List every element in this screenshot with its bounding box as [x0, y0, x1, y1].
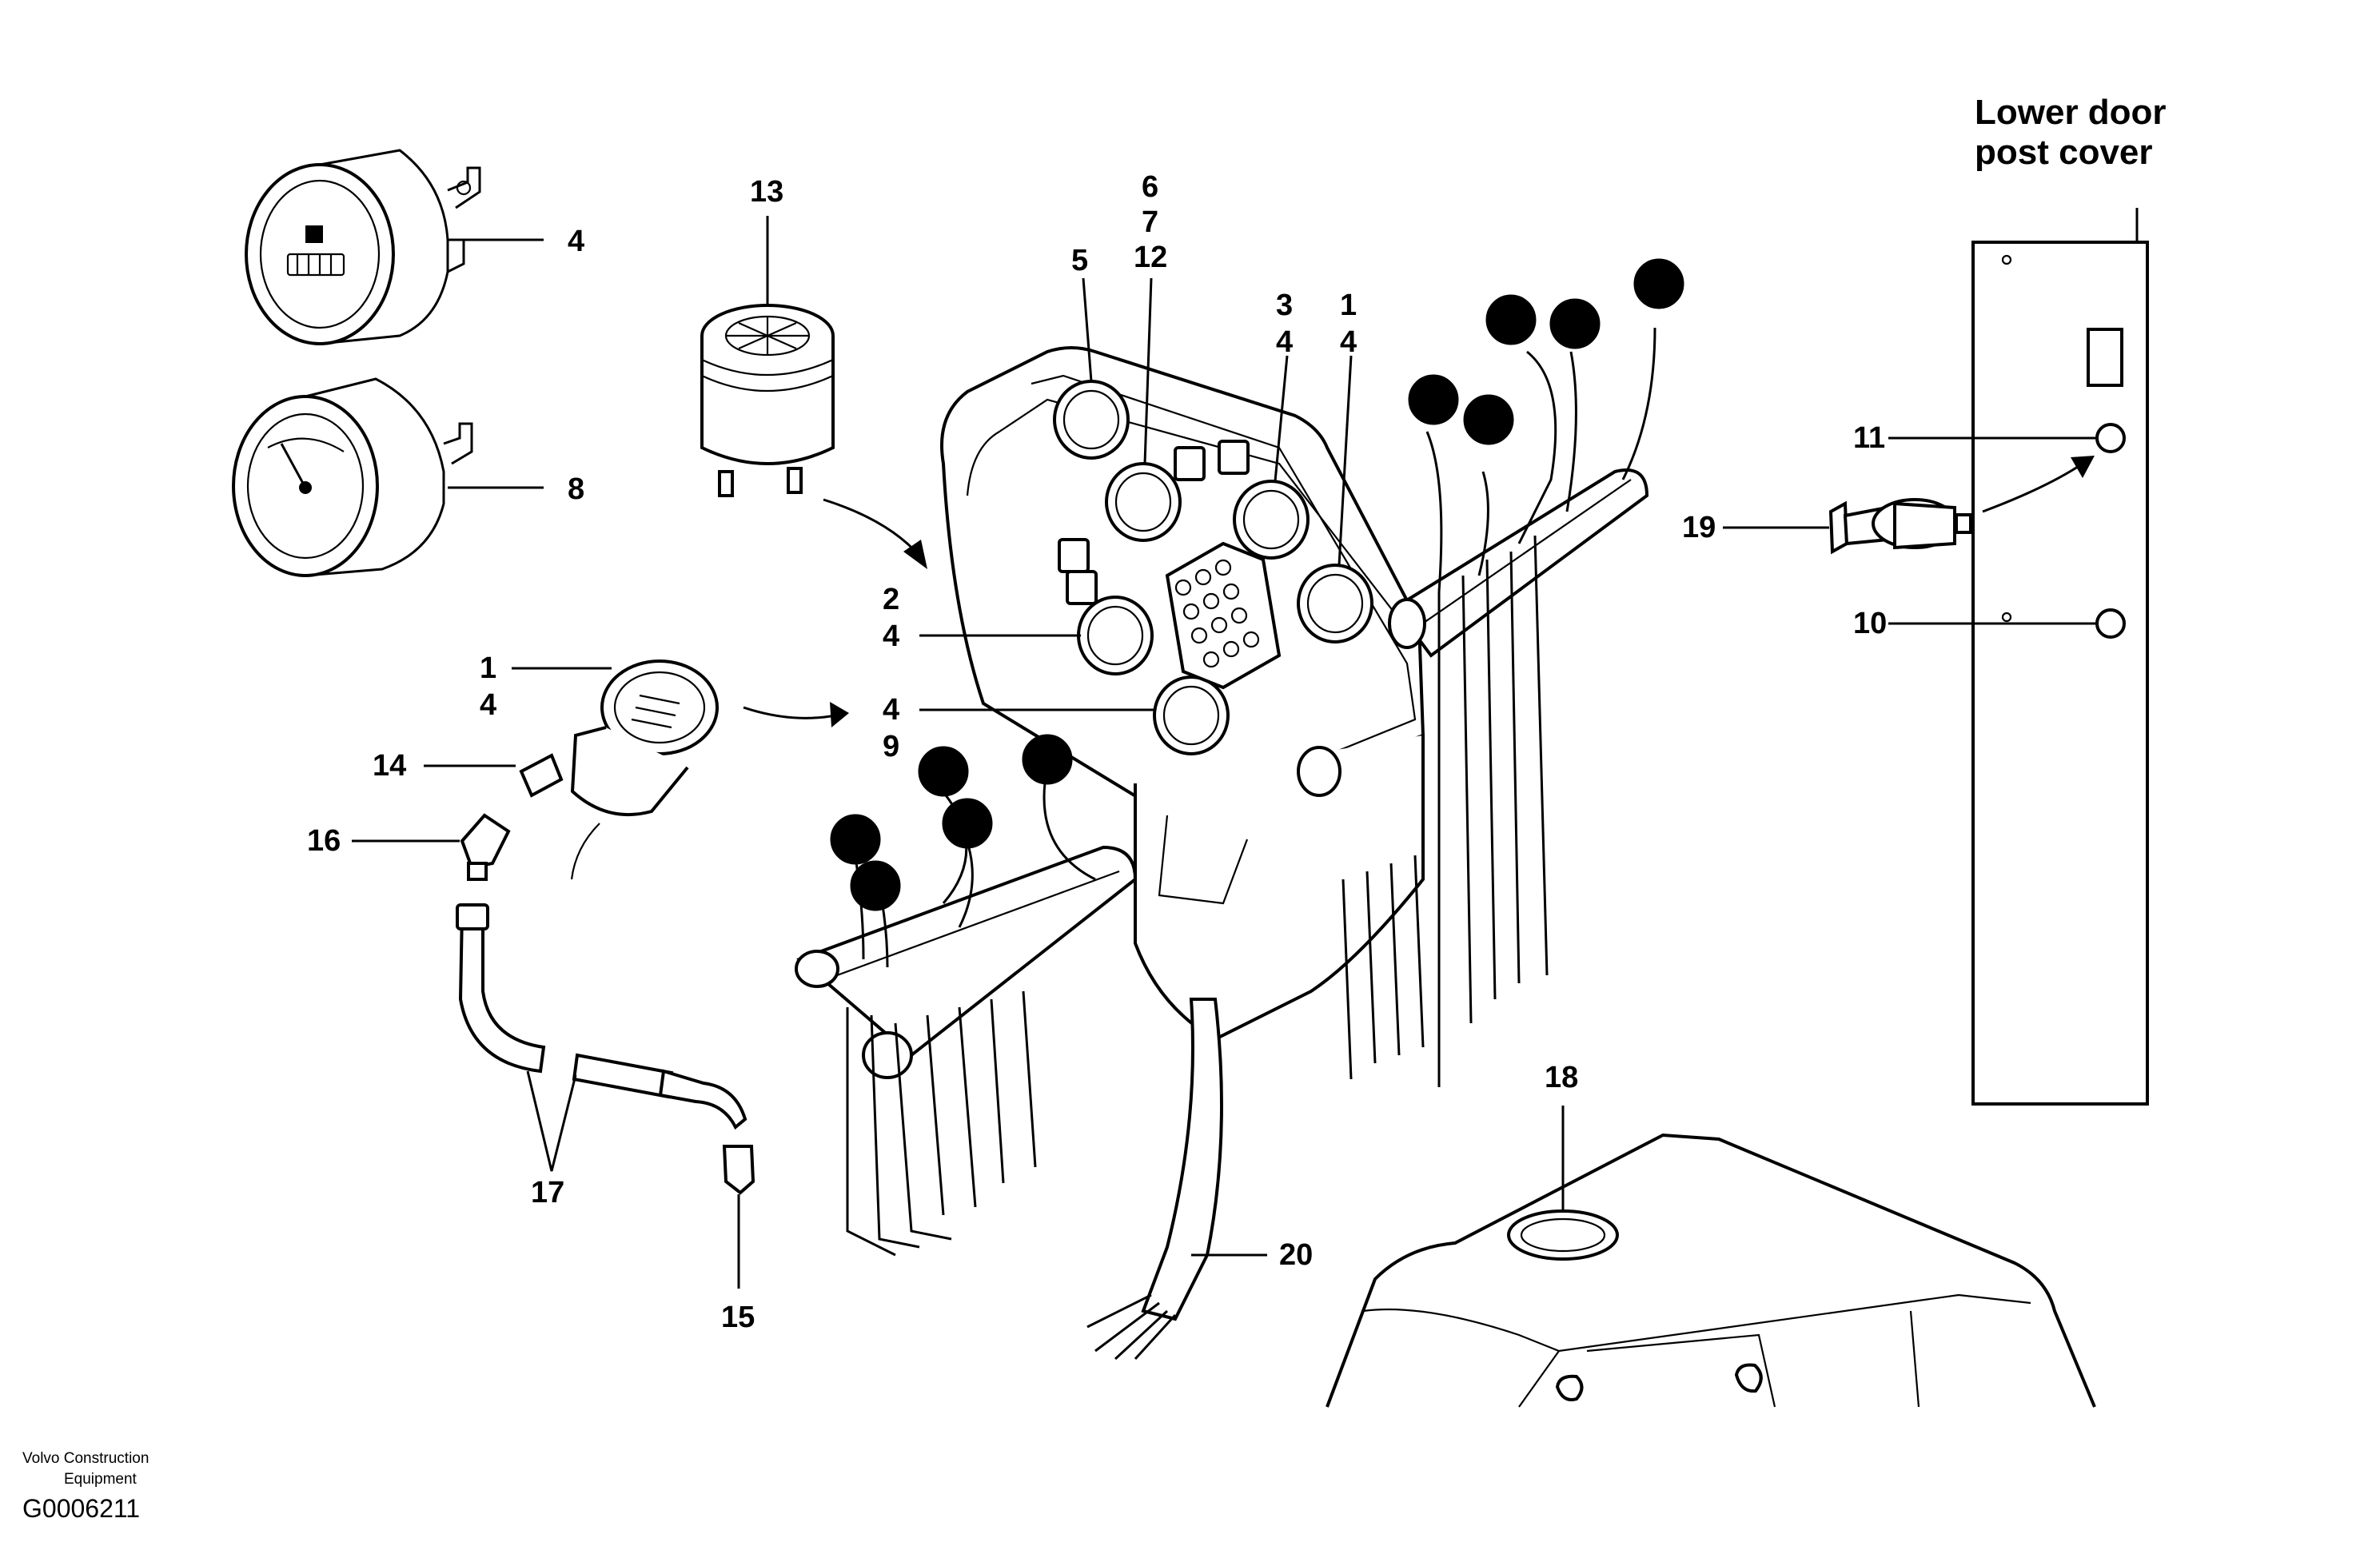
gauge-hourmeter	[245, 149, 544, 345]
panel-title-line2: post cover	[1975, 133, 2153, 172]
callout-10: 10	[1853, 607, 1887, 640]
callout-7: 7	[1142, 205, 1158, 239]
callout-11: 11	[1853, 421, 1885, 455]
callout-4-c: 4	[883, 620, 899, 653]
wiring-harness	[1086, 998, 1267, 1361]
callout-19: 19	[1682, 511, 1716, 544]
gauge-dial	[232, 377, 544, 577]
callout-14: 14	[373, 749, 406, 783]
callout-17: 17	[531, 1176, 564, 1209]
panel-title-line1: Lower door	[1975, 93, 2167, 132]
callout-4-b: 4	[1340, 325, 1357, 359]
arrow-light-to-panel	[743, 702, 849, 727]
footer-maker-line1: Volvo Construction	[22, 1450, 149, 1467]
callout-4-gauge: 4	[568, 225, 584, 258]
control-panel	[940, 346, 1425, 1042]
callout-16: 16	[307, 824, 341, 858]
drawing-code: G0006211	[22, 1494, 140, 1523]
callout-5: 5	[1071, 244, 1088, 277]
indicator-light-part	[512, 659, 719, 880]
right-lever-bank	[1341, 258, 1684, 1087]
left-lever-bank	[795, 734, 1138, 1257]
switch-19	[1723, 498, 1972, 555]
leader-lines	[919, 277, 1353, 711]
callout-4-e: 4	[480, 688, 496, 722]
callout-1-a: 1	[1340, 289, 1357, 322]
callout-8: 8	[568, 472, 584, 506]
callout-6: 6	[1142, 170, 1158, 204]
arrow-13-to-panel	[823, 498, 927, 569]
callout-4-d: 4	[883, 693, 899, 727]
callout-1-b: 1	[480, 651, 496, 685]
callout-12: 12	[1134, 241, 1167, 274]
callout-2: 2	[883, 583, 899, 616]
fitting-14	[424, 753, 564, 798]
callout-4-a: 4	[1276, 325, 1293, 359]
hose-17	[456, 903, 747, 1172]
cover-18	[1326, 1106, 2096, 1408]
callout-3: 3	[1276, 289, 1293, 322]
callout-20: 20	[1279, 1238, 1313, 1272]
callout-13: 13	[750, 175, 783, 209]
callout-9: 9	[883, 730, 899, 763]
fitting-16	[352, 813, 511, 881]
fitting-15	[722, 1145, 755, 1289]
callout-18: 18	[1545, 1061, 1578, 1094]
footer-maker-line2: Equipment	[64, 1471, 138, 1488]
arrow-19-to-panel	[1982, 456, 2095, 513]
buzzer-part	[700, 216, 835, 497]
callout-15: 15	[721, 1301, 755, 1334]
door-post-panel	[1888, 208, 2149, 1106]
